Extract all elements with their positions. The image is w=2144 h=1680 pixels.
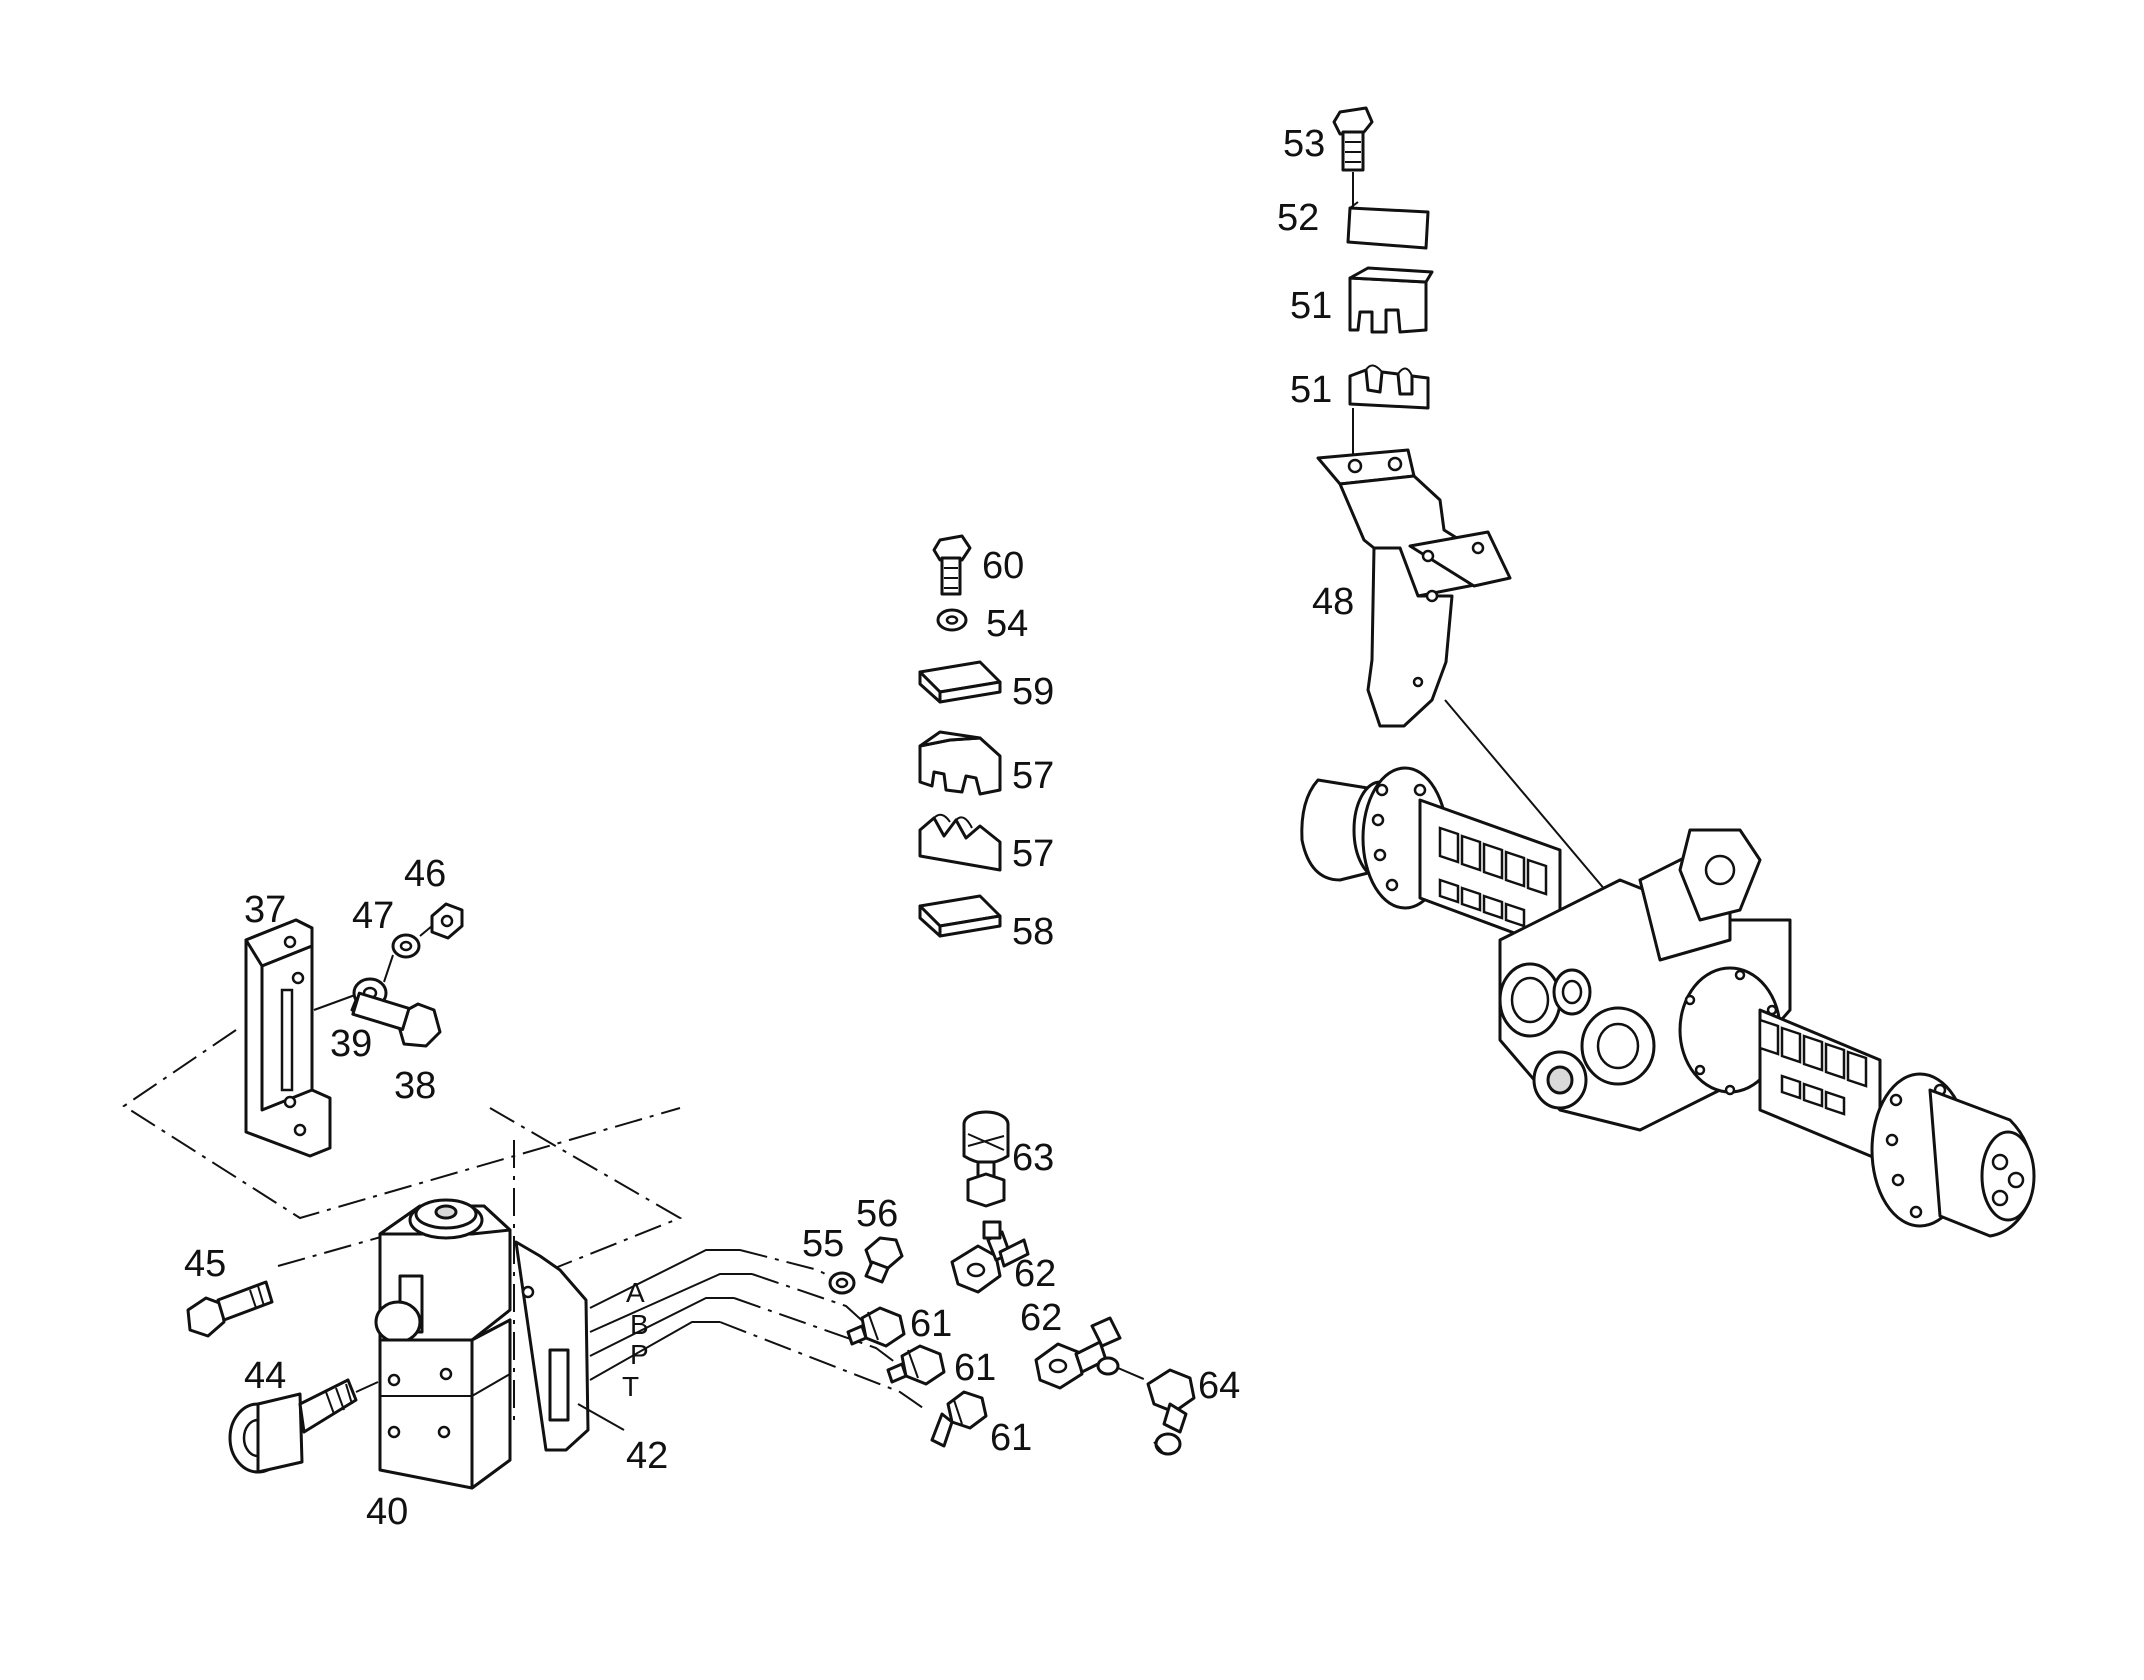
- clamp-cover-plate-52: [1346, 201, 1430, 250]
- nut-46: [430, 902, 464, 940]
- clamp-half-57-upper: [918, 730, 1002, 796]
- label-40: 40: [366, 1491, 408, 1533]
- port-lines: [577, 1249, 927, 1431]
- port-label-a: A: [626, 1277, 645, 1308]
- mounting-bracket-37: [244, 918, 332, 1158]
- axle-assembly: [1300, 766, 2036, 1238]
- pressure-gauge-connector-63: [962, 1110, 1010, 1208]
- label-45: 45: [184, 1243, 226, 1285]
- label-38: 38: [394, 1065, 436, 1107]
- label-61-a: 61: [910, 1303, 952, 1345]
- label-52: 52: [1277, 197, 1319, 239]
- alignment-line-back: [489, 1107, 683, 1269]
- label-55: 55: [802, 1223, 844, 1265]
- port-label-b: B: [630, 1309, 649, 1340]
- label-62-upper: 62: [1014, 1253, 1056, 1295]
- seal-ring-55: [828, 1271, 856, 1295]
- label-64: 64: [1198, 1365, 1240, 1407]
- port-label-t: T: [622, 1371, 639, 1402]
- alignment-line-bracket: [122, 1029, 681, 1220]
- solenoid-valve-40: [374, 1198, 590, 1490]
- label-59: 59: [1012, 671, 1054, 713]
- clamp-half-lower-51: [1348, 364, 1430, 410]
- tee-fitting-62-lower: [1034, 1316, 1122, 1390]
- label-51-upper: 51: [1290, 285, 1332, 327]
- label-60: 60: [982, 545, 1024, 587]
- label-57-lower: 57: [1012, 833, 1054, 875]
- elbow-fitting-64: [1146, 1368, 1196, 1456]
- label-39: 39: [330, 1023, 372, 1065]
- label-62-lower: 62: [1020, 1297, 1062, 1339]
- bolt-45: [186, 1280, 274, 1338]
- label-58: 58: [1012, 911, 1054, 953]
- label-61-c: 61: [990, 1417, 1032, 1459]
- label-46: 46: [404, 853, 446, 895]
- adapter-fitting-61-a: [846, 1306, 906, 1348]
- bracket-mount-leader: [1444, 699, 1623, 911]
- clamp-half-upper-51: [1348, 266, 1434, 334]
- plate-58: [918, 894, 1002, 938]
- tee-fitting-62-upper: [950, 1220, 1030, 1294]
- washer-54: [936, 608, 968, 632]
- label-63: 63: [1012, 1137, 1054, 1179]
- port-label-p: P: [630, 1339, 649, 1370]
- plate-59: [918, 660, 1002, 704]
- label-61-b: 61: [954, 1347, 996, 1389]
- label-53: 53: [1283, 123, 1325, 165]
- label-56: 56: [856, 1193, 898, 1235]
- label-47: 47: [352, 895, 394, 937]
- label-57-upper: 57: [1012, 755, 1054, 797]
- support-bracket-48: [1316, 448, 1512, 728]
- label-37: 37: [244, 889, 286, 931]
- label-54: 54: [986, 603, 1028, 645]
- label-51-lower: 51: [1290, 369, 1332, 411]
- clamp-half-57-lower: [918, 813, 1002, 872]
- bolt-38: [350, 991, 442, 1048]
- label-48: 48: [1312, 581, 1354, 623]
- adapter-fitting-61-c: [930, 1390, 988, 1448]
- washer-47: [391, 933, 421, 959]
- bolt-60: [932, 534, 972, 596]
- cap-screw-44: [228, 1378, 358, 1474]
- adapter-fitting-61-b: [886, 1344, 946, 1386]
- clamp-bolt-53: [1332, 106, 1374, 172]
- label-44: 44: [244, 1355, 286, 1397]
- label-42: 42: [626, 1435, 668, 1477]
- plug-56: [864, 1236, 904, 1284]
